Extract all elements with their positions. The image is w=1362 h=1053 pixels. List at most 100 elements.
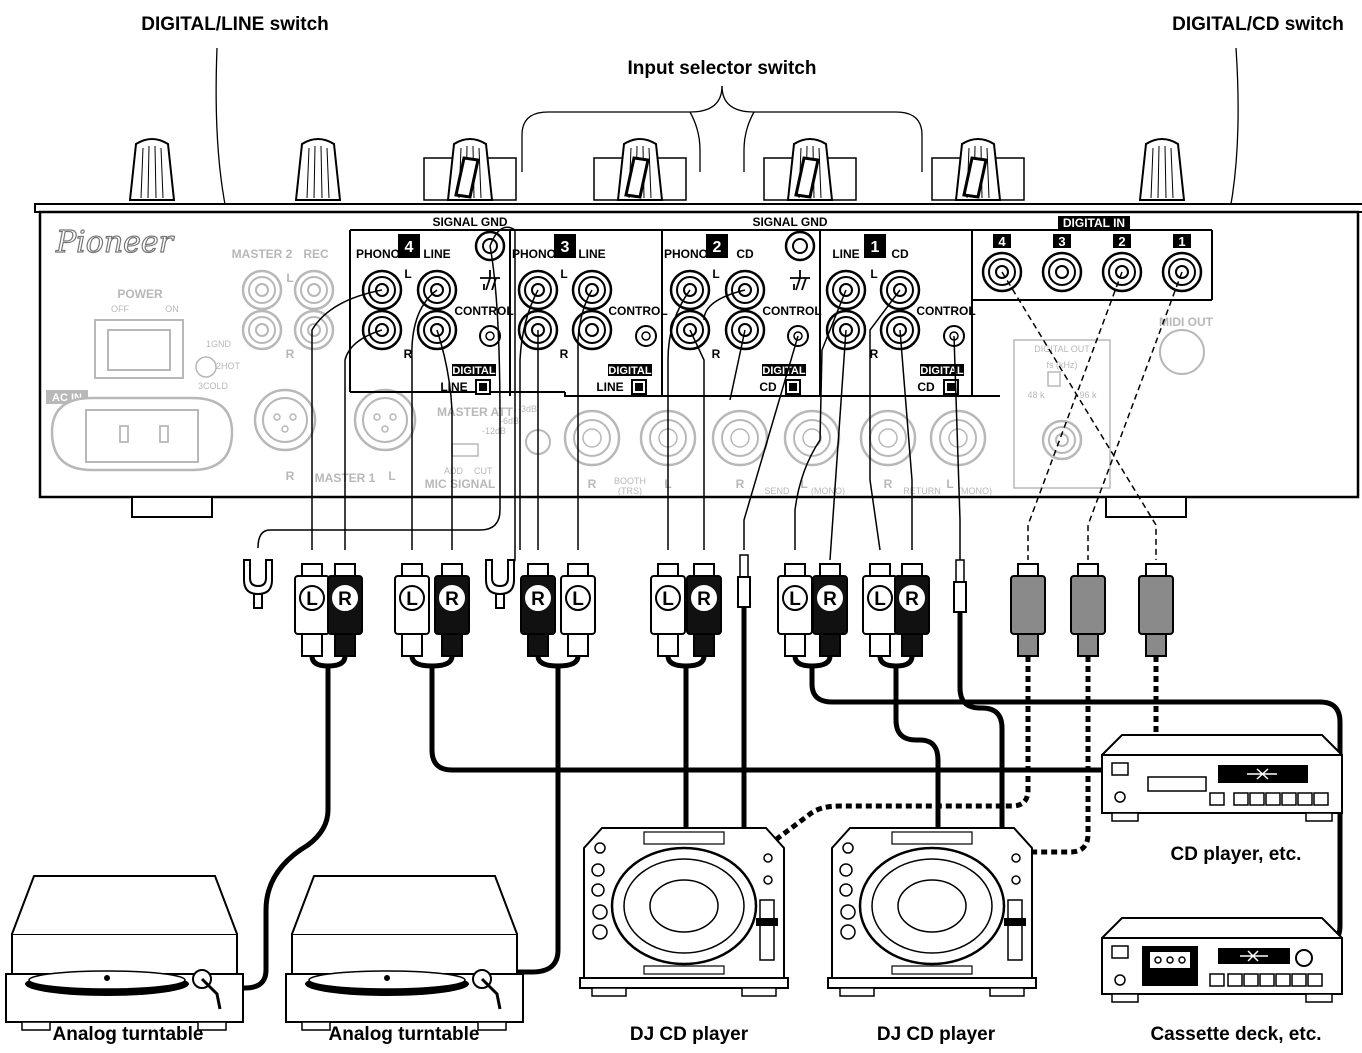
ch1-number: 1 [871,239,880,256]
mic-add-label: ADD [444,466,464,476]
return-r-label: R [884,477,893,491]
return-label: RETURN [903,486,941,496]
booth-trs-label: (TRS) [618,486,642,496]
ch4-r-label: R [404,347,413,361]
ch2-cd-label: CD [736,247,754,261]
cd-player[interactable] [1101,734,1343,822]
ch3-line-sw-label: LINE [596,380,623,394]
analog-turntable-2[interactable] [284,874,525,1032]
turntable-2-label: Analog turntable [329,1024,480,1045]
ch1-line-label: LINE [832,247,859,261]
ch2-number: 2 [713,239,722,256]
fs-96k-label: 96 k [1079,390,1097,400]
ch1-r-label: R [870,347,879,361]
pin-2hot-label: 2HOT [216,361,241,371]
dj-cd-player-2[interactable] [826,826,1038,998]
thin-cables [257,226,961,591]
digital-in-label: DIGITAL IN [1063,216,1125,230]
digital-out-label: DIGITAL OUT [1034,344,1090,354]
power-label: POWER [117,287,163,301]
digital-out-jack[interactable] [1041,419,1083,461]
ch3-control-jack[interactable] [635,325,657,347]
mixer-rear-panel: Pioneer POWER OFF ON AC IN 1GND 2HOT 3CO… [34,203,1362,518]
master1-r-label: R [286,469,295,483]
mic-signal-label: MIC SIGNAL [425,477,496,491]
plug-r-badge: R [691,585,717,611]
ch4-digital-label: DIGITAL [452,365,495,377]
ch1-cd-label: CD [891,247,909,261]
digital-in-number-3: 3 [1058,234,1065,249]
send-l-jack[interactable] [783,409,841,467]
ch3-control-label: CONTROL [608,304,667,318]
ch3-line-label: LINE [578,247,605,261]
ch2-phono-label: PHONO [664,247,708,261]
ch2-cd-sw-label: CD [759,380,777,394]
booth-label: BOOTH [614,476,646,486]
midi-out-label: MIDI OUT [1159,315,1214,329]
signal-gnd-label-right: SIGNAL GND [752,215,827,229]
svg-text:L: L [572,589,584,610]
power-on-label: ON [165,304,179,314]
plug-l-badge: L [655,585,681,611]
plug-letters: L R L R R L L R L R L R [299,585,925,611]
master1-r-xlr[interactable] [253,388,317,452]
digital-in-number-1: 1 [1178,234,1185,249]
analog-turntable-1[interactable] [4,874,245,1032]
master1-l-xlr[interactable] [353,388,417,452]
plug-l-badge: L [867,585,893,611]
master2-r-jack[interactable] [241,309,283,351]
att-6db-label: -6dB [500,416,519,426]
svg-text:R: R [697,589,711,610]
ac-inlet[interactable] [50,396,234,472]
turntable-1-label: Analog turntable [53,1024,204,1045]
plug-l-badge: L [565,585,591,611]
power-off-label: OFF [111,304,129,314]
svg-text:R: R [445,589,459,610]
knob-row [129,137,1185,202]
plug-r-badge: R [525,585,551,611]
svg-text:R: R [338,589,352,610]
fs-khz-label: fs (kHz) [1047,360,1078,370]
ch1-digital-label: DIGITAL [920,365,963,377]
ch4-control-label: CONTROL [454,304,513,318]
master-att-label: MASTER ATT [437,405,514,419]
ch2-digital-label: DIGITAL [762,365,805,377]
return-l-label: L [946,477,953,491]
cassette-deck[interactable] [1101,917,1343,1003]
pin-1gnd-label: 1GND [206,339,232,349]
plug-r-badge: R [439,585,465,611]
mic-cut-label: CUT [474,466,493,476]
ch2-control-label: CONTROL [762,304,821,318]
digital-in-3-jack[interactable] [1041,251,1083,293]
ch3-r-label: R [560,347,569,361]
dj-cd-player-1-label: DJ CD player [630,1024,749,1045]
fs-48k-label: 48 k [1027,390,1045,400]
svg-text:L: L [662,589,674,610]
master2-l-jack[interactable] [241,269,283,311]
booth-r-label: R [588,477,597,491]
signal-gnd-terminal-right[interactable] [784,230,816,262]
rec-l-jack[interactable] [293,269,335,311]
midi-out-port[interactable] [1159,329,1205,375]
rec-r-jack[interactable] [293,309,335,351]
send-r-label: R [736,477,745,491]
signal-gnd-label-left: SIGNAL GND [432,215,507,229]
ch3-number: 3 [561,239,570,256]
ch3-phono-label: PHONO [512,247,556,261]
booth-r-jack[interactable] [563,409,621,467]
svg-text:R: R [531,589,545,610]
cd-player-label: CD player, etc. [1171,844,1302,865]
pioneer-logo: Pioneer [55,225,175,260]
send-l-label: L [800,477,807,491]
send-r-jack[interactable] [711,409,769,467]
ch4-line-sw-label: LINE [440,380,467,394]
ch2-r-label: R [712,347,721,361]
digital-line-switch-callout: DIGITAL/LINE switch [141,14,329,35]
att-3db-label: -3dB [518,404,537,414]
digital-cables-dashed [1001,271,1183,560]
plug-l-badge: L [299,585,325,611]
rec-label: REC [303,247,329,261]
return-mono-label: (MONO) [958,486,992,496]
ch4-control-jack[interactable] [479,325,501,347]
dj-cd-player-1[interactable] [578,826,790,998]
